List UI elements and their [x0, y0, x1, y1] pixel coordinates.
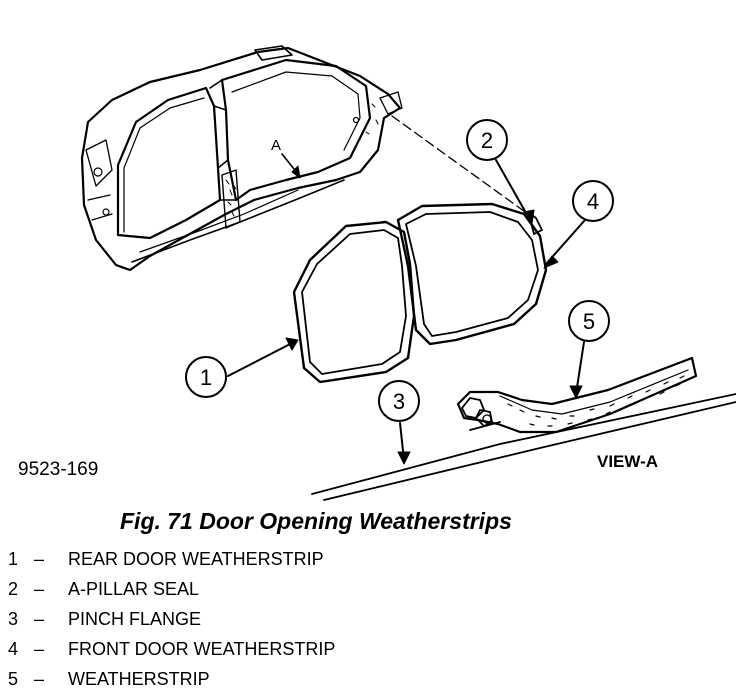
detail-marker: A — [271, 137, 281, 154]
front-door-weatherstrip — [396, 202, 548, 346]
svg-text:4: 4 — [587, 189, 599, 214]
figure-number: 9523-169 — [18, 459, 99, 480]
svg-text:2: 2 — [481, 128, 493, 153]
legend-item: 3–PINCH FLANGE — [8, 609, 202, 629]
figure-caption: Fig. 71 Door Opening Weatherstrips — [120, 508, 512, 534]
pinch-flange — [311, 393, 736, 501]
legend-item: 4–FRONT DOOR WEATHERSTRIP — [8, 639, 336, 659]
callout-5: 5 — [568, 300, 610, 399]
legend-item: 2–A-PILLAR SEAL — [8, 579, 200, 599]
view-label: VIEW-A — [597, 452, 659, 471]
callout-2: 2 — [466, 119, 535, 225]
rear-door-weatherstrip — [292, 220, 416, 384]
legend-item: 5–WEATHERSTRIP — [8, 669, 210, 689]
callout-3: 3 — [378, 380, 420, 465]
body-side-frame — [80, 45, 403, 272]
svg-text:5: 5 — [583, 309, 595, 334]
svg-text:3: 3 — [393, 389, 405, 414]
legend-item: 1–REAR DOOR WEATHERSTRIP — [8, 549, 324, 569]
svg-text:1: 1 — [200, 365, 212, 390]
weatherstrip-diagram: A 1 2 3 — [80, 45, 736, 501]
dashed-leader — [391, 115, 529, 215]
weatherstrip-section — [456, 356, 698, 434]
legend: 1–REAR DOOR WEATHERSTRIP 2–A-PILLAR SEAL… — [8, 544, 335, 694]
callout-1: 1 — [185, 337, 299, 398]
callout-4: 4 — [543, 180, 614, 269]
